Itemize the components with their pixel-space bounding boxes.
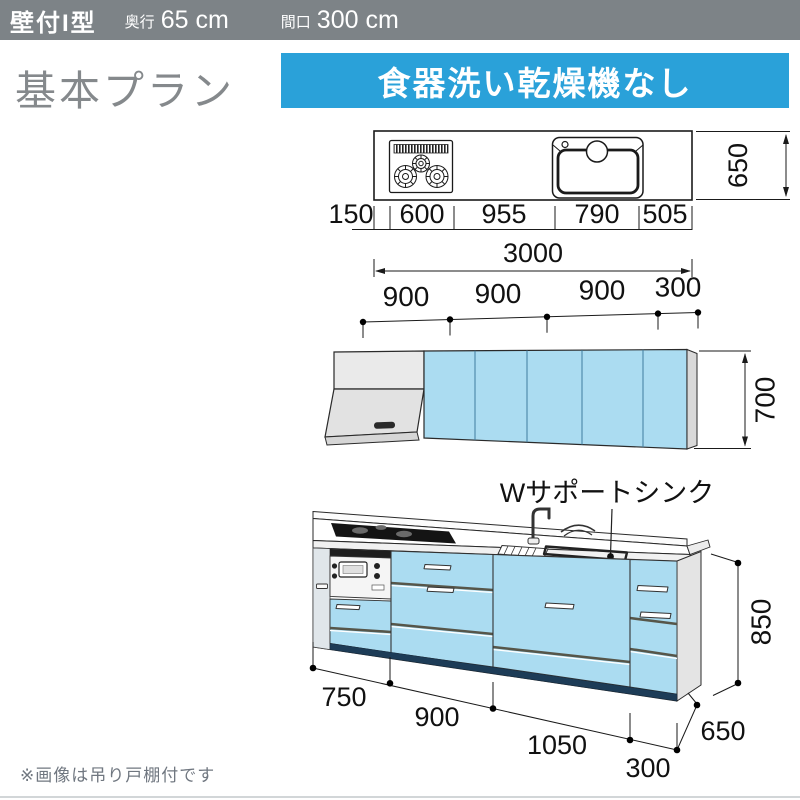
plan-width-955-label: 955 [481,199,526,229]
width-value: 300 cm [316,5,399,34]
base-width-900-label: 900 [414,702,459,732]
cooktop-plan-icon [388,139,454,194]
plan-width-505-label: 505 [642,199,687,229]
base-width-dimensions: 750 900 1050 300 650 [309,642,746,783]
cabinet-side-panel [676,550,702,702]
width-label: 間口 [280,14,311,31]
cooktop-elevation-icon [331,523,456,544]
range-hood-icon [324,350,425,446]
base-width-300-label: 300 [625,753,670,783]
plan-width-150-label: 150 [328,199,373,229]
plan-width-dimensions: 150 600 955 790 505 3000 [328,199,693,277]
base-width-750-label: 750 [321,682,366,712]
filler-handle [316,583,328,589]
plan-depth-dimension: 650 [696,131,790,200]
wall-width-300-label: 300 [655,272,702,303]
wall-width-900a-label: 900 [383,281,430,312]
wall-cabinet-height-dimension: 700 [694,350,780,449]
wall-height-label: 700 [749,377,780,424]
page-title: 基本プラン [15,68,235,114]
base-width-1050-label: 1050 [527,730,587,760]
countertop-right-end [686,539,711,556]
bottom-divider [0,796,800,798]
spec-header-bar: 壁付I型 奥行 65 cm 間口 300 cm [0,0,800,40]
base-height-label: 850 [745,599,776,646]
kitchen-type-label: 壁付I型 [10,9,97,37]
feature-badge: 食器洗い乾燥機なし [281,53,789,108]
base-depth-650-label: 650 [700,716,745,746]
depth-value: 65 cm [160,5,229,34]
faucet-icon [527,507,551,545]
sink-callout: Wサポートシンク [500,478,714,560]
plan-total-width-label: 3000 [503,238,563,268]
plan-depth-label: 650 [723,143,753,188]
end-filler-panel [312,547,331,651]
cooktop-control-panel [329,549,392,600]
base-cabinet-drawing: Wサポートシンク [309,478,776,783]
base-drawer-fronts [329,550,678,695]
sink-type-label: Wサポートシンク [500,478,714,508]
depth-label: 奥行 [124,14,155,31]
toe-kick [329,643,678,702]
wall-cabinet-drawing: 900 900 900 300 700 [324,272,780,450]
sink-plan-icon [551,136,644,199]
plan-width-790-label: 790 [574,199,619,229]
wall-width-900b-label: 900 [475,278,522,309]
wall-cabinet-width-dimensions: 900 900 900 300 [359,272,702,338]
wall-cabinet-doors [423,348,698,450]
footnote-text: ※画像は吊り戸棚付です [20,766,216,785]
plan-view-drawing: 150 600 955 790 505 3000 650 [328,130,790,277]
wall-width-900c-label: 900 [579,275,626,306]
base-height-dimension: 850 [710,553,776,696]
plan-width-600-label: 600 [399,199,444,229]
